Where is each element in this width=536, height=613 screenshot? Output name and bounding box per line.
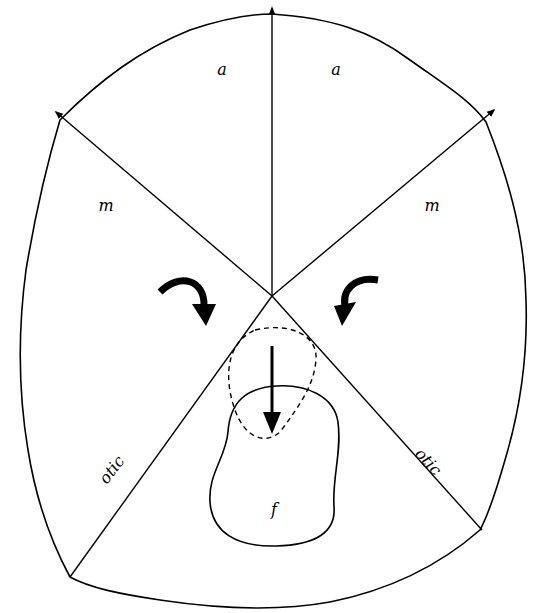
head-outline xyxy=(20,14,526,608)
region-label: m xyxy=(98,198,113,214)
region-label: f xyxy=(271,502,277,518)
region-label: a xyxy=(217,62,227,78)
region-label: a xyxy=(331,62,341,78)
displacement-arrow xyxy=(263,346,281,434)
region-shape xyxy=(206,382,342,548)
region-label: otic xyxy=(96,453,127,487)
region-label: otic xyxy=(412,445,444,478)
rotation-arrows xyxy=(160,279,378,326)
region-label: m xyxy=(424,198,439,214)
dashed-former-outline xyxy=(229,328,316,439)
sector-lines xyxy=(56,8,494,577)
region-outline: f xyxy=(206,382,342,548)
